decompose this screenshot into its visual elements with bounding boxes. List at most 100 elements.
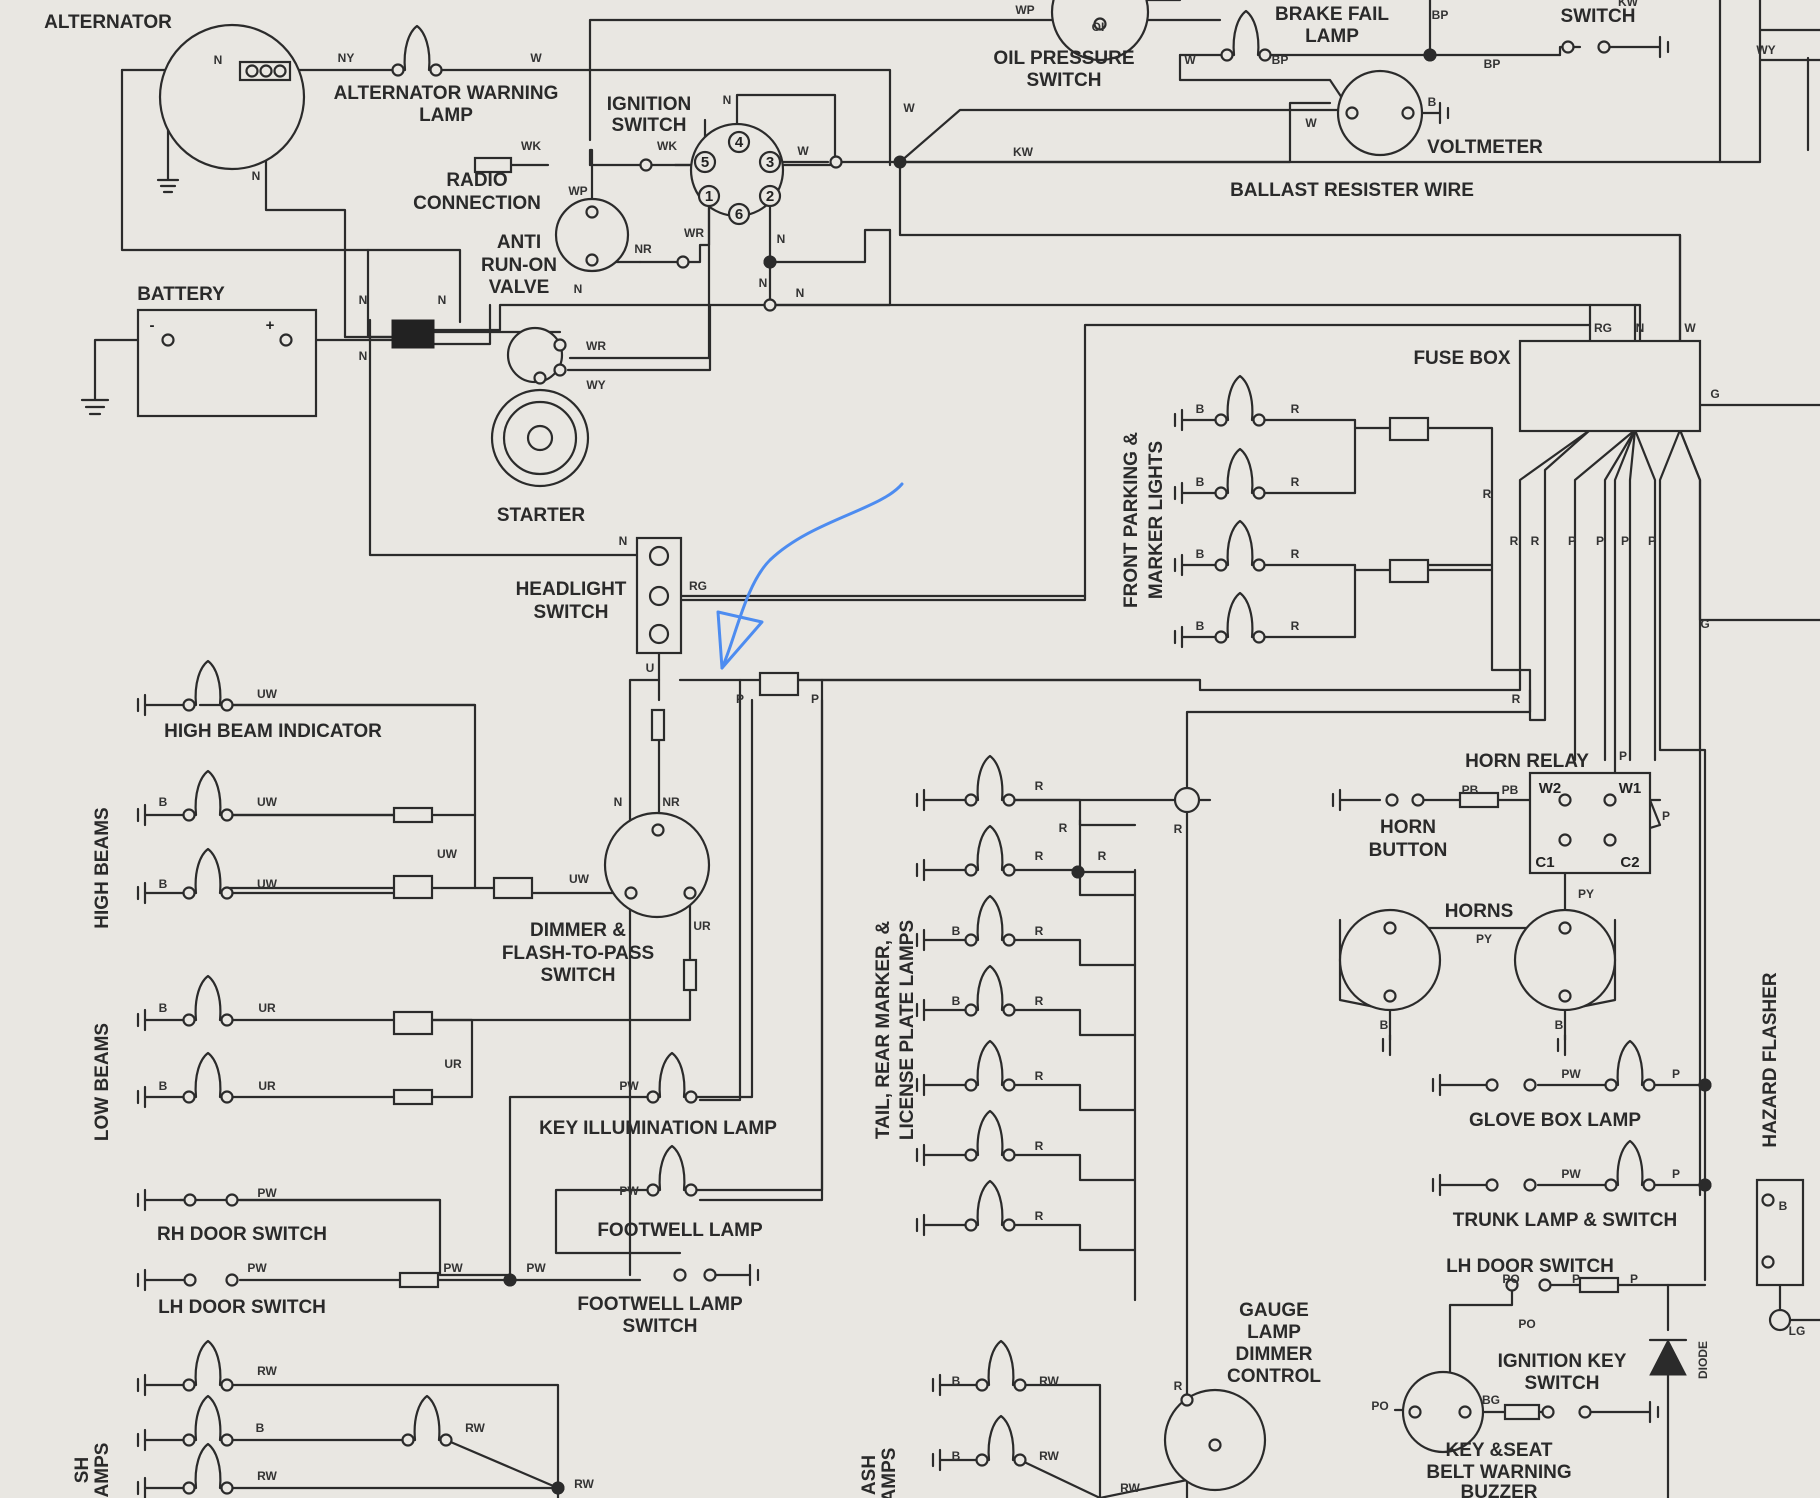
wire-code: PO xyxy=(1371,1399,1388,1413)
wire-code: B xyxy=(952,924,961,938)
label: DIMMER & xyxy=(530,920,626,941)
label: ANTI xyxy=(497,232,541,253)
terminal xyxy=(703,1268,717,1282)
wire-code: R xyxy=(1510,534,1519,548)
wire-code: PW xyxy=(1561,1167,1581,1181)
front-parking-lamp xyxy=(1226,374,1254,422)
horn-symbol xyxy=(1338,908,1442,1012)
label: HIGH BEAM INDICATOR xyxy=(164,721,382,742)
hand-drawn-arrow xyxy=(720,482,904,670)
wire xyxy=(430,1018,474,1099)
wire-code: WK xyxy=(521,139,541,153)
wire-code: W xyxy=(903,101,915,115)
terminal xyxy=(1761,1255,1775,1269)
voltmeter-symbol xyxy=(1336,69,1424,157)
terminal xyxy=(1252,558,1266,572)
wire xyxy=(1018,1458,1102,1498)
connector xyxy=(1503,1403,1541,1421)
terminal xyxy=(1523,1178,1537,1192)
wire-code: N xyxy=(214,53,223,67)
junction-dot xyxy=(503,1273,517,1287)
junction-dot xyxy=(893,155,907,169)
wire-code: W xyxy=(797,144,809,158)
junction-dot xyxy=(1423,48,1437,62)
pin-number: 1 xyxy=(705,188,713,205)
terminal xyxy=(1541,1405,1555,1419)
terminal xyxy=(1761,1193,1775,1207)
wire xyxy=(366,248,462,324)
terminal xyxy=(220,886,234,900)
terminal xyxy=(1252,413,1266,427)
ground-symbol xyxy=(1381,1033,1392,1057)
wire-code: PW xyxy=(443,1261,463,1275)
wire-code: WY xyxy=(586,378,605,392)
label: HAZARD FLASHER xyxy=(1760,972,1781,1147)
terminal xyxy=(1485,1178,1499,1192)
label: LH DOOR SWITCH xyxy=(158,1297,326,1318)
terminal xyxy=(1411,793,1425,807)
connector xyxy=(492,876,534,900)
pin-number: + xyxy=(266,317,275,334)
pin-number: 5 xyxy=(701,154,709,171)
wire xyxy=(1588,233,1682,342)
wire-code: B xyxy=(1555,1018,1564,1032)
terminal xyxy=(1578,1405,1592,1419)
wire-code: P xyxy=(1648,534,1656,548)
terminal xyxy=(220,1378,234,1392)
wire xyxy=(1185,688,1532,814)
terminal xyxy=(182,1013,196,1027)
terminal xyxy=(1523,1078,1537,1092)
wire xyxy=(508,1095,655,1277)
headlight-switch-terminal xyxy=(648,623,670,645)
terminal xyxy=(182,886,196,900)
wire-code: B xyxy=(159,1001,168,1015)
terminal xyxy=(1013,1453,1027,1467)
terminal xyxy=(553,363,567,377)
key-illumination-lamp xyxy=(658,1051,686,1099)
wire-code: PW xyxy=(526,1261,546,1275)
terminal xyxy=(220,1013,234,1027)
tail-lamp-symbol xyxy=(976,754,1004,802)
dash-lamp-symbol xyxy=(194,1339,222,1387)
label: MARKER LIGHTS xyxy=(1146,441,1167,599)
terminal xyxy=(161,333,175,347)
wire-code: R xyxy=(1035,1139,1044,1153)
wire-code: P xyxy=(1572,1272,1580,1286)
horn-symbol xyxy=(1513,908,1617,1012)
wire-code: P xyxy=(811,692,819,706)
wire xyxy=(368,318,650,557)
connector xyxy=(392,806,434,824)
wire-code: UR xyxy=(444,1057,462,1071)
wire-code: P xyxy=(1630,1272,1638,1286)
horn-relay-symbol xyxy=(1528,771,1652,875)
wire-code: R xyxy=(1035,1069,1044,1083)
wire-code: W xyxy=(1305,116,1317,130)
terminal xyxy=(624,886,638,900)
fuse-output-wire xyxy=(1573,428,1637,762)
terminal xyxy=(1642,1178,1656,1192)
terminal xyxy=(183,1273,197,1287)
terminal xyxy=(585,253,599,267)
wire-code: R xyxy=(1291,402,1300,416)
terminal xyxy=(220,1481,234,1495)
label: SWITCH xyxy=(541,965,616,986)
label: LOW BEAMS xyxy=(92,1023,113,1141)
label: BATTERY xyxy=(137,284,225,305)
wire-code: KW xyxy=(1618,0,1639,9)
terminal xyxy=(182,698,196,712)
wire-code: R xyxy=(1174,822,1183,836)
terminal xyxy=(245,64,259,78)
hand-drawn-arrowhead xyxy=(716,610,764,670)
label: DIMMER xyxy=(1235,1344,1312,1365)
label: ALTERNATOR WARNING xyxy=(334,83,559,104)
wire xyxy=(1678,428,1820,622)
terminal xyxy=(1258,48,1272,62)
label: HORN RELAY xyxy=(1465,751,1589,772)
wire-code: BP xyxy=(1484,57,1501,71)
wire xyxy=(1613,428,1637,782)
connector xyxy=(1578,1276,1620,1294)
dimmer-connector xyxy=(650,708,666,742)
terminal xyxy=(1002,1003,1016,1017)
terminal xyxy=(1214,558,1228,572)
terminal xyxy=(1002,1148,1016,1162)
